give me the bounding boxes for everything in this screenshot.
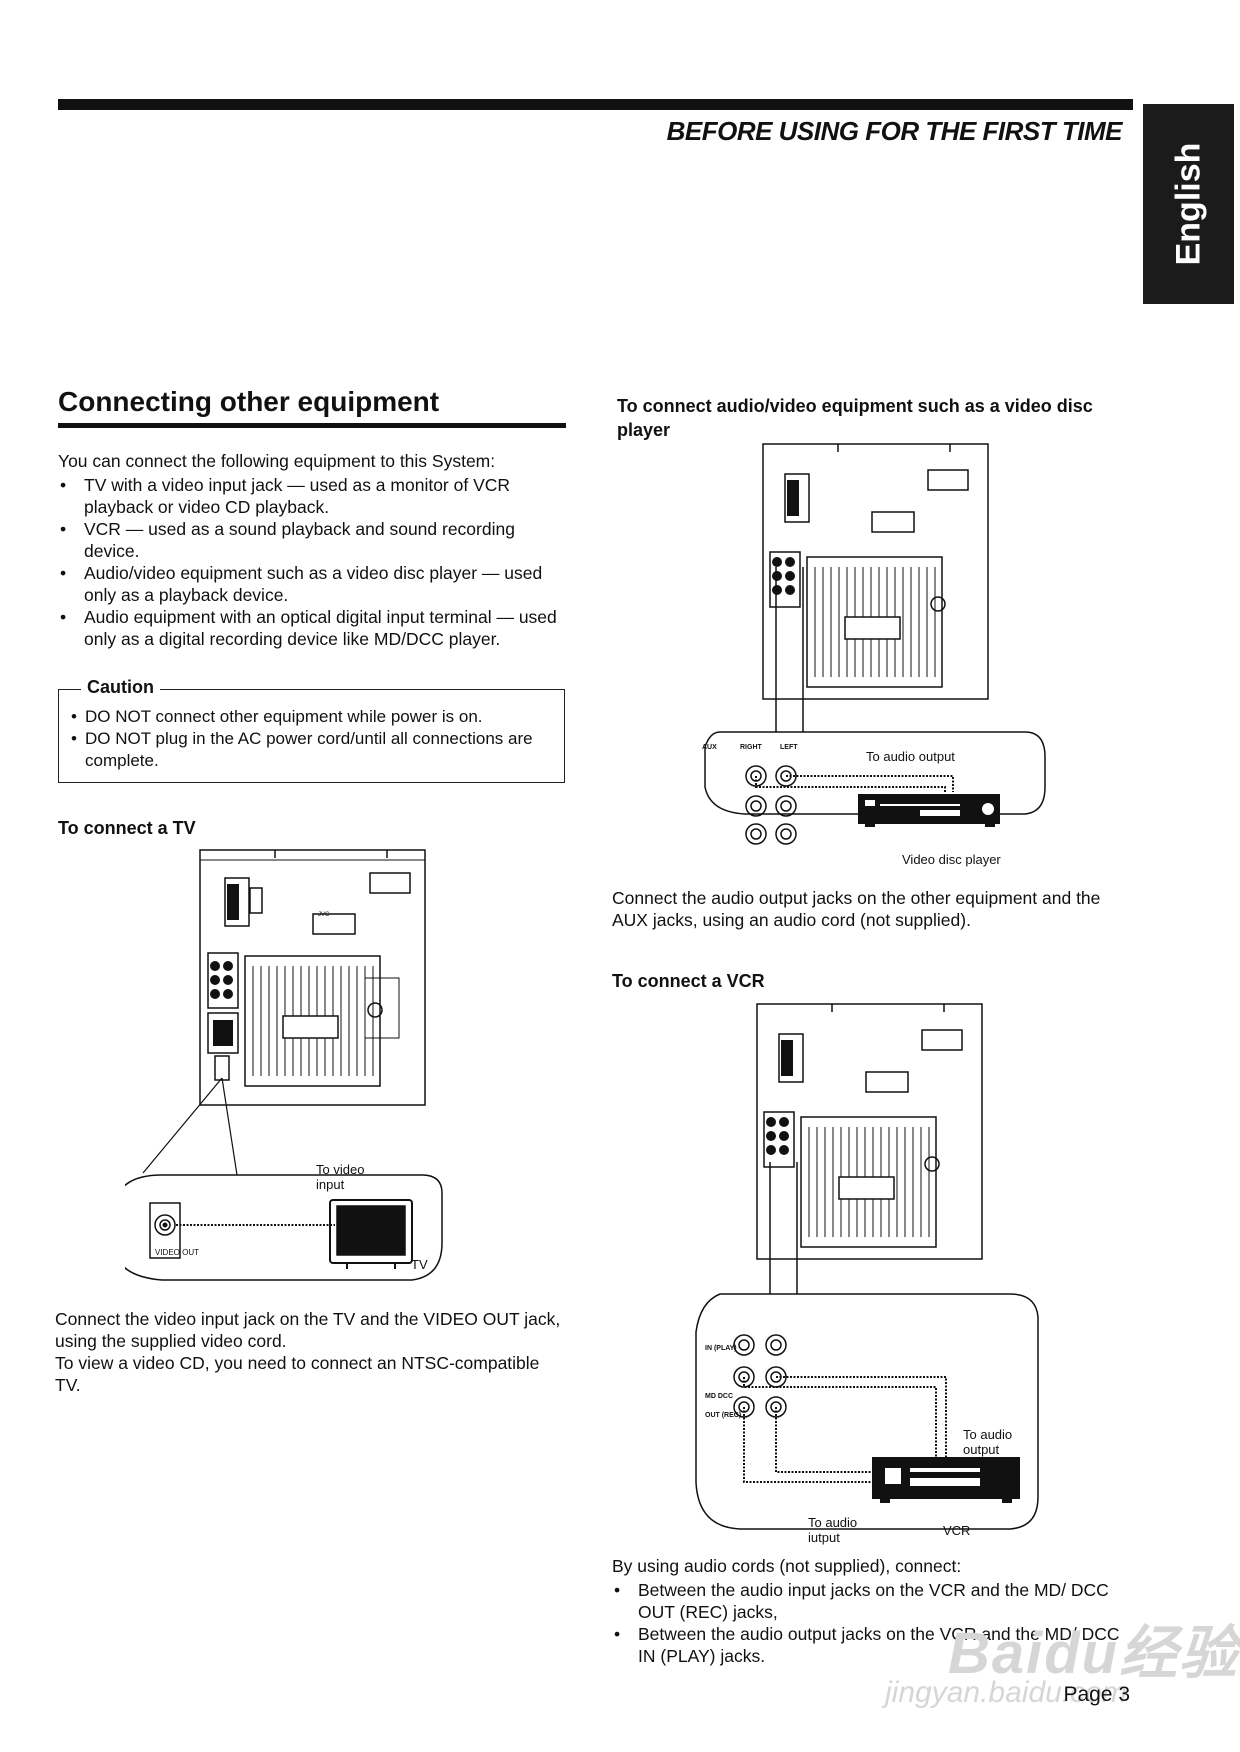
system-rear-panel: [199, 849, 426, 1106]
brand-label: JVC: [318, 912, 330, 918]
jack-label-md-dcc: MD DCC: [705, 1393, 733, 1400]
jack-label-left: LEFT: [780, 744, 798, 751]
list-item: DO NOT plug in the AC power cord/until a…: [71, 728, 556, 772]
equipment-list: TV with a video input jack — used as a m…: [58, 474, 568, 650]
av-device-label: Video disc player: [902, 852, 1001, 867]
tv-instructions: Connect the video input jack on the TV a…: [55, 1308, 567, 1396]
intro-block: You can connect the following equipment …: [58, 450, 568, 650]
video-disc-player-icon: [858, 794, 1000, 824]
header-title: BEFORE USING FOR THE FIRST TIME: [666, 116, 1123, 146]
header-rule: [58, 99, 1133, 110]
jack-label: VIDEO OUT: [155, 1248, 199, 1257]
caution-list: DO NOT connect other equipment while pow…: [59, 706, 564, 772]
video-out-jack: [214, 1055, 230, 1081]
tv-icon: [329, 1199, 413, 1264]
list-item: VCR — used as a sound playback and sound…: [58, 518, 568, 562]
vcr-intro: By using audio cords (not supplied), con…: [612, 1556, 962, 1576]
video-out-terminal: [149, 1202, 181, 1259]
language-tab: English: [1143, 104, 1234, 304]
watermark-logo: Baidu经验: [948, 1621, 1240, 1686]
caution-label: Caution: [81, 677, 160, 698]
page-number: Page 3: [1063, 1683, 1130, 1706]
jack-label-aux: AUX: [702, 744, 717, 751]
vcr-input-label: To audio iutput: [808, 1515, 858, 1545]
speaker-terminal: [224, 877, 250, 927]
intro-text: You can connect the following equipment …: [58, 451, 496, 471]
jack-panel: [207, 952, 239, 1009]
tv-heading: To connect a TV: [58, 818, 196, 838]
av-instructions: Connect the audio output jacks on the ot…: [612, 888, 1101, 930]
system-rear-panel: [762, 443, 989, 700]
av-output-label: To audio output: [866, 749, 955, 764]
list-item: Audio/video equipment such as a video di…: [58, 562, 568, 606]
vcr-list: Between the audio input jacks on the VCR…: [612, 1579, 1132, 1667]
tv-device-label: TV: [411, 1257, 428, 1272]
section-title: Connecting other equipment: [58, 386, 440, 417]
heat-sink: [244, 955, 381, 1087]
av-connection-diagram: [704, 443, 1046, 845]
watermark-url: jingyan.baidu.com: [885, 1676, 1127, 1709]
language-tab-label: English: [1169, 142, 1207, 266]
tv-text-1: Connect the video input jack on the TV a…: [55, 1309, 561, 1351]
tv-callout-bubble: [125, 1174, 443, 1281]
tv-text-2: To view a video CD, you need to connect …: [55, 1353, 540, 1395]
list-item: Between the audio output jacks on the VC…: [612, 1623, 1132, 1667]
vcr-instructions: By using audio cords (not supplied), con…: [612, 1555, 1132, 1667]
vcr-heading: To connect a VCR: [612, 971, 765, 991]
vcr-connection-diagram: [695, 1003, 1039, 1530]
vcr-callout-bubble: [695, 1293, 1039, 1530]
section-rule: [58, 423, 566, 428]
jack-label-out-rec: OUT (REC): [705, 1412, 742, 1419]
vcr-device-label: VCR: [943, 1523, 971, 1538]
av-callout-bubble: [704, 731, 1046, 815]
tv-input-label: To video input: [316, 1162, 365, 1192]
tv-connection-diagram: VIDEO OUT JVC: [125, 849, 443, 1281]
list-item: Between the audio input jacks on the VCR…: [612, 1579, 1132, 1623]
list-item: Audio equipment with an optical digital …: [58, 606, 568, 650]
av-heading: To connect audio/video equipment such as…: [617, 396, 1093, 440]
list-item: TV with a video input jack — used as a m…: [58, 474, 568, 518]
jack-label-in-play: IN (PLAY): [705, 1345, 737, 1352]
system-rear-panel: [756, 1003, 983, 1260]
vcr-output-label: To audio output: [963, 1427, 1013, 1457]
jack-label-right: RIGHT: [740, 744, 762, 751]
list-item: DO NOT connect other equipment while pow…: [71, 706, 556, 728]
caution-box: Caution DO NOT connect other equipment w…: [58, 677, 565, 783]
